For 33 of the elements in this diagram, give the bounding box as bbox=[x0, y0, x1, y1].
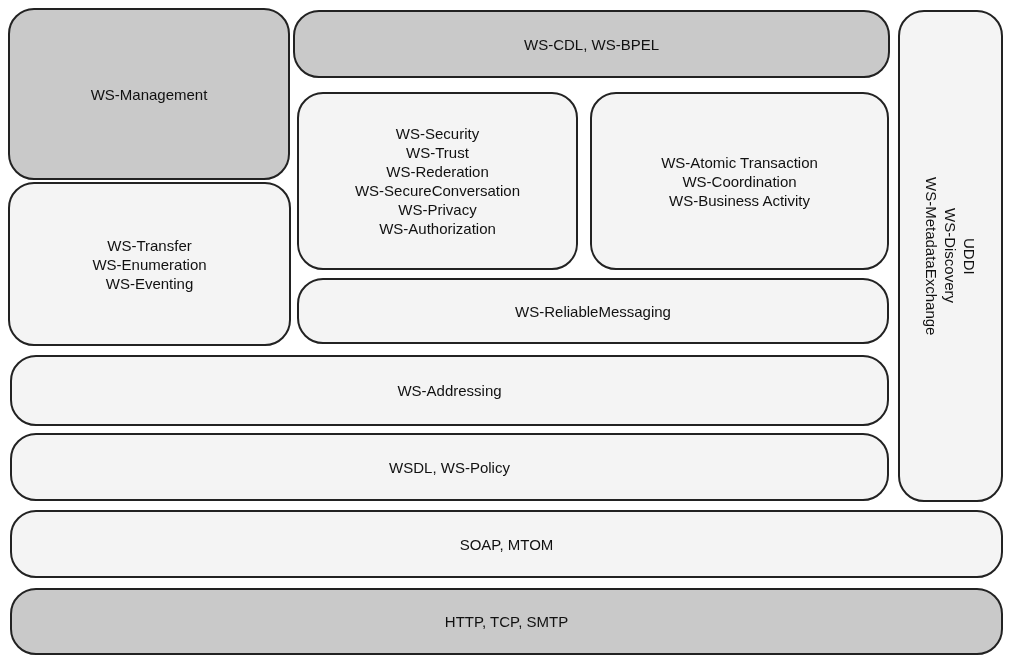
layer-box bbox=[8, 182, 291, 346]
standard-name: WS-Discovery bbox=[941, 208, 960, 304]
standard-name: WS-Management bbox=[90, 84, 208, 104]
standard-name: WS-CDL, WS-BPEL bbox=[524, 34, 659, 54]
standard-name: WS-Authorization bbox=[379, 219, 496, 238]
standard-name: WS-Eventing bbox=[105, 273, 194, 293]
layer-box bbox=[297, 278, 889, 344]
layer-box bbox=[10, 433, 889, 501]
standard-name: SOAP, MTOM bbox=[459, 534, 554, 554]
standard-name: WS-Rederation bbox=[386, 162, 489, 181]
layer-box bbox=[10, 510, 1003, 578]
standard-name: UDDI bbox=[960, 237, 979, 275]
layer-box bbox=[590, 92, 889, 270]
standard-name: WS-Addressing bbox=[397, 381, 502, 400]
layer-box bbox=[898, 10, 1003, 502]
standard-name: WS-Enumeration bbox=[92, 254, 207, 274]
layer-box bbox=[293, 10, 890, 78]
layer-box bbox=[10, 588, 1003, 655]
standard-name: WS-Transfer bbox=[107, 235, 192, 255]
standard-name: WS-Coordination bbox=[682, 171, 797, 191]
standard-name: HTTP, TCP, SMTP bbox=[444, 612, 569, 631]
layer-box bbox=[8, 8, 290, 180]
standard-name: WS-Atomic Transaction bbox=[661, 152, 818, 172]
standard-name: WS-ReliableMessaging bbox=[515, 301, 671, 321]
standard-name: WS-Business Activity bbox=[669, 190, 810, 210]
layer-box bbox=[10, 355, 889, 426]
standard-name: WS-MetadataExchange bbox=[922, 176, 941, 336]
layer-box bbox=[297, 92, 578, 270]
standard-name: WS-Trust bbox=[406, 143, 469, 162]
standard-name: WS-Privacy bbox=[398, 200, 477, 219]
standard-name: WSDL, WS-Policy bbox=[389, 457, 510, 477]
standard-name: WS-Security bbox=[395, 124, 480, 143]
standard-name: WS-SecureConversation bbox=[354, 181, 521, 200]
